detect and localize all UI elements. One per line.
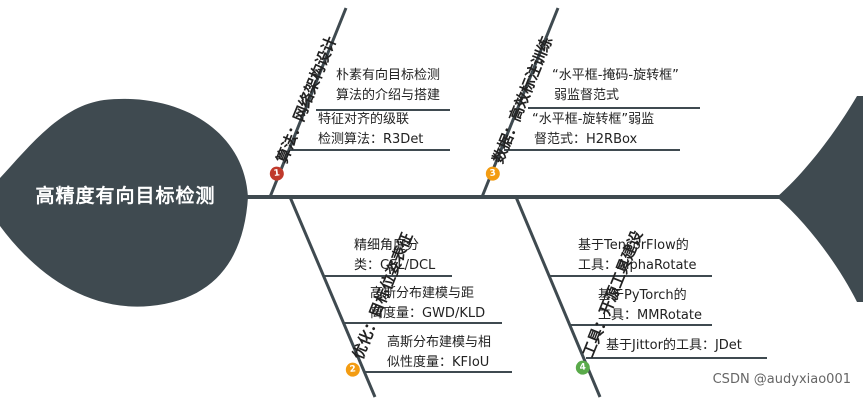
- leaf-item: 基于TensorFlow的 工具：AlphaRotate: [578, 238, 697, 273]
- bone-optimization: [288, 196, 377, 398]
- number-badge: 4: [574, 359, 591, 376]
- leaf-item: “水平框-旋转框”弱监 督范式：H2RBox: [532, 112, 655, 147]
- bone-algorithm: [268, 7, 348, 198]
- leaf-item: 朴素有向目标检测 算法的介绍与搭建: [336, 68, 441, 103]
- leaf-item: “水平框-掩码-旋转框” 弱监督范式: [552, 68, 679, 103]
- watermark: CSDN @audyxiao001: [712, 372, 851, 387]
- leaf-item: 高斯分布建模与距 离度量：GWD/KLD: [370, 286, 486, 321]
- leaf-item: 基于PyTorch的 工具：MMRotate: [598, 288, 702, 323]
- number-badge: 2: [344, 361, 361, 378]
- leaf-item: 精细角度分 类：CSL/DCL: [354, 238, 436, 273]
- diagram-title: 高精度有向目标检测: [35, 185, 216, 207]
- number-badge: 3: [484, 165, 501, 182]
- fish-tail: [777, 96, 863, 302]
- leaf-item: 基于Jittor的工具：JDet: [606, 338, 742, 353]
- number-badge: 1: [268, 165, 285, 182]
- leaf-item: 高斯分布建模与相 似性度量：KFIoU: [387, 335, 492, 370]
- bone-data: [480, 7, 560, 198]
- fish-head: [0, 98, 248, 307]
- leaf-item: 特征对齐的级联 检测算法：R3Det: [318, 112, 424, 147]
